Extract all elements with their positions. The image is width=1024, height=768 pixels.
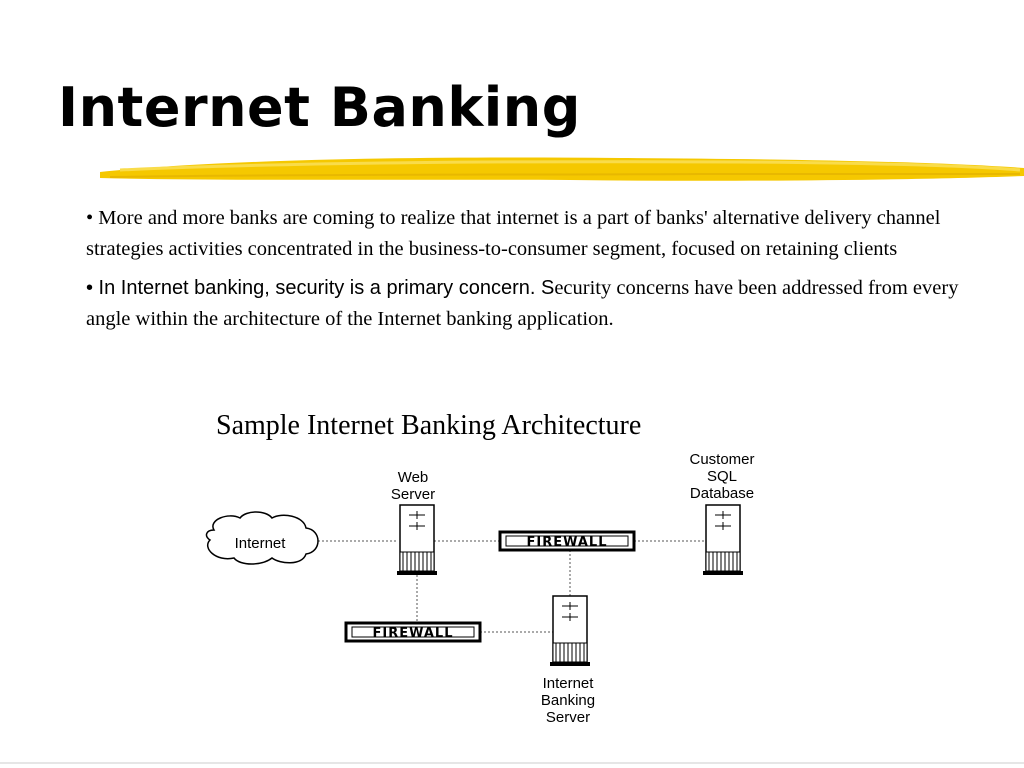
web-server-label-line: Web xyxy=(398,469,429,486)
connector-lines xyxy=(318,540,706,633)
database-label-line: Database xyxy=(690,485,754,502)
bullet-item: • In Internet banking, security is a pri… xyxy=(86,273,986,335)
web-server-icon xyxy=(397,504,437,575)
firewall-bottom: FIREWALL xyxy=(344,621,482,643)
banking-server-label-line: Internet xyxy=(543,675,595,692)
banking-server-label-line: Banking xyxy=(541,692,595,709)
database-label-line: Customer xyxy=(689,451,754,468)
bullet-text: • More and more banks are coming to real… xyxy=(86,207,941,260)
firewall-top-label: FIREWALL xyxy=(527,535,608,550)
firewall-bottom-label: FIREWALL xyxy=(373,626,454,641)
diagram-title: Sample Internet Banking Architecture xyxy=(216,410,642,441)
database-label-line: SQL xyxy=(707,468,737,485)
firewall-top: FIREWALL xyxy=(498,530,636,552)
slide-title: Internet Banking xyxy=(58,76,581,139)
banking-server-label-line: Server xyxy=(546,709,590,726)
database-server-icon xyxy=(703,504,743,575)
bullet-item: • More and more banks are coming to real… xyxy=(86,203,986,265)
bullet-text: ecurity concerns have been addressed fro… xyxy=(86,277,959,330)
internet-cloud: Internet xyxy=(205,511,319,565)
footer-divider xyxy=(0,762,1024,764)
bullet-text-sans: • In Internet banking, security is a pri… xyxy=(86,277,555,299)
internet-label: Internet xyxy=(235,535,287,552)
web-server-label-line: Server xyxy=(391,486,435,503)
bullet-list: • More and more banks are coming to real… xyxy=(86,203,986,343)
yellow-brush-underline xyxy=(100,157,1024,181)
banking-server-icon xyxy=(550,595,590,666)
